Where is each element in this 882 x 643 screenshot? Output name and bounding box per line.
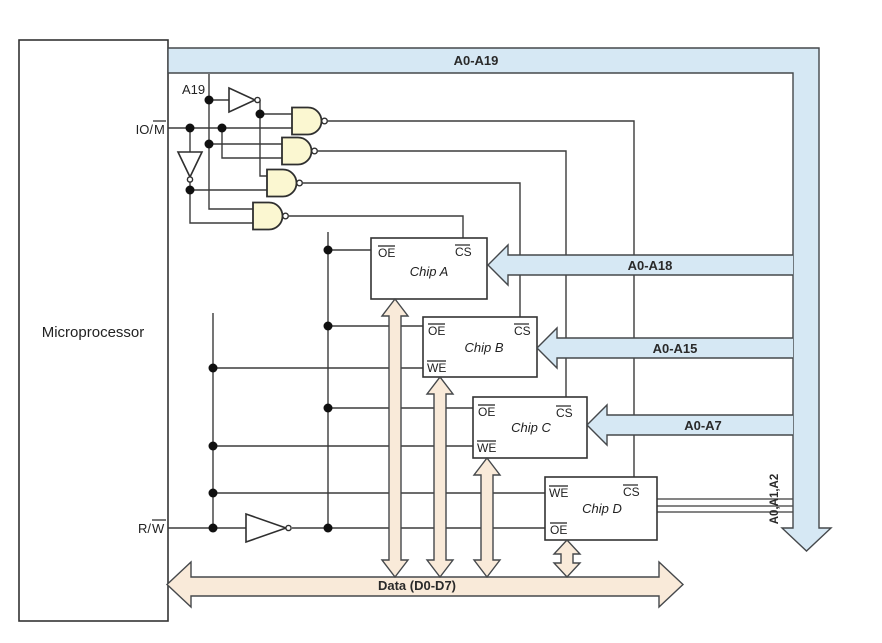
chip-c-oe-label: OE [478,405,495,419]
not-gate-iom [176,151,204,179]
diagram-labels: Microprocessor A19 IO/ M R/ W A0-A19 A0-… [42,53,781,593]
nand-gate-3 [266,168,298,198]
iom-signal-label: M [154,122,165,137]
chip-b-cs-label: CS [514,324,531,338]
address-bus-a18-label: A0-A18 [628,258,673,273]
junction-dot [323,245,333,255]
junction-dot [204,139,214,149]
address-bus-a7-label: A0-A7 [684,418,722,433]
nand-gate-1-bubble [321,117,329,125]
address-bus-arrow-a15 [536,326,793,370]
chip-a-cs-label: CS [455,245,472,259]
rw-prefix-label: R/ [138,521,151,536]
junction-dots [185,95,333,533]
chip-a-name: Chip A [410,264,449,279]
address-buses [167,47,833,552]
chip-c-we-label: WE [477,441,496,455]
not-gate-a19 [228,86,257,114]
data-buses [165,297,685,609]
chip-b-name: Chip B [464,340,503,355]
wire-iom-gate2 [221,128,282,159]
junction-dot [208,523,218,533]
wire-a19n [259,100,267,177]
microprocessor-label: Microprocessor [42,324,145,341]
chip-a-oe-label: OE [378,246,395,260]
data-arrow-chip-d [552,538,582,579]
rw-signal-label: W [152,521,165,536]
junction-dot [255,109,265,119]
chip-a-box [370,237,488,300]
junction-dot [185,123,195,133]
a19-label: A19 [182,82,205,97]
address-low-label: A0,A1,A2 [769,474,781,525]
not-gate-iom-bubble [186,176,194,183]
data-arrow-chip-b [425,375,455,579]
wire-cs-chip-c [318,150,567,397]
wire-iomn [189,182,253,224]
junction-dot [204,95,214,105]
wire-cs-chip-a [289,215,464,238]
decode-logic [176,86,329,544]
junction-dot [208,488,218,498]
nand-gate-1 [291,106,323,136]
nand-gate-2-bubble [311,147,319,155]
nand-gate-3-bubble [296,179,304,187]
address-bus-arrow-a7 [586,403,793,447]
chip-c-box [472,396,588,459]
address-bus-arrow-a18 [487,243,793,287]
not-gate-rw-bubble [285,524,292,532]
not-gate-a19-bubble [254,96,261,104]
signal-wires [168,74,793,529]
chip-b-box [422,316,538,378]
microprocessor-box [18,39,169,622]
junction-dot [323,523,333,533]
chip-d-box [544,476,658,541]
chip-d-we-label: WE [549,486,568,500]
chip-d-oe-label: OE [550,523,567,537]
address-bus-main-label: A0-A19 [454,53,499,68]
data-arrow-chip-a [380,297,410,579]
nand-gate-4 [252,201,284,231]
chip-d-cs-label: CS [623,485,640,499]
nand-gate-2 [281,136,313,166]
memory-chips: OE CS Chip A OE CS WE Chip B OE CS WE Ch… [370,237,658,541]
address-bus-a15-label: A0-A15 [653,341,698,356]
junction-dot [208,363,218,373]
address-bus-main [167,47,833,552]
nand-gate-4-bubble [282,212,290,220]
junction-dot [208,441,218,451]
not-gate-rw [245,512,289,544]
junction-dot [185,185,195,195]
junction-dot [217,123,227,133]
chip-b-oe-label: OE [428,324,445,338]
iom-prefix-label: IO/ [136,122,154,137]
data-arrow-chip-c [472,456,502,579]
chip-c-name: Chip C [511,420,551,435]
junction-dot [323,321,333,331]
chip-c-cs-label: CS [556,406,573,420]
chip-b-we-label: WE [427,361,446,375]
chip-d-name: Chip D [582,501,622,516]
wire-a19 [208,74,253,210]
data-bus-label: Data (D0-D7) [378,578,456,593]
junction-dot [323,403,333,413]
data-bus-horizontal [165,560,685,609]
